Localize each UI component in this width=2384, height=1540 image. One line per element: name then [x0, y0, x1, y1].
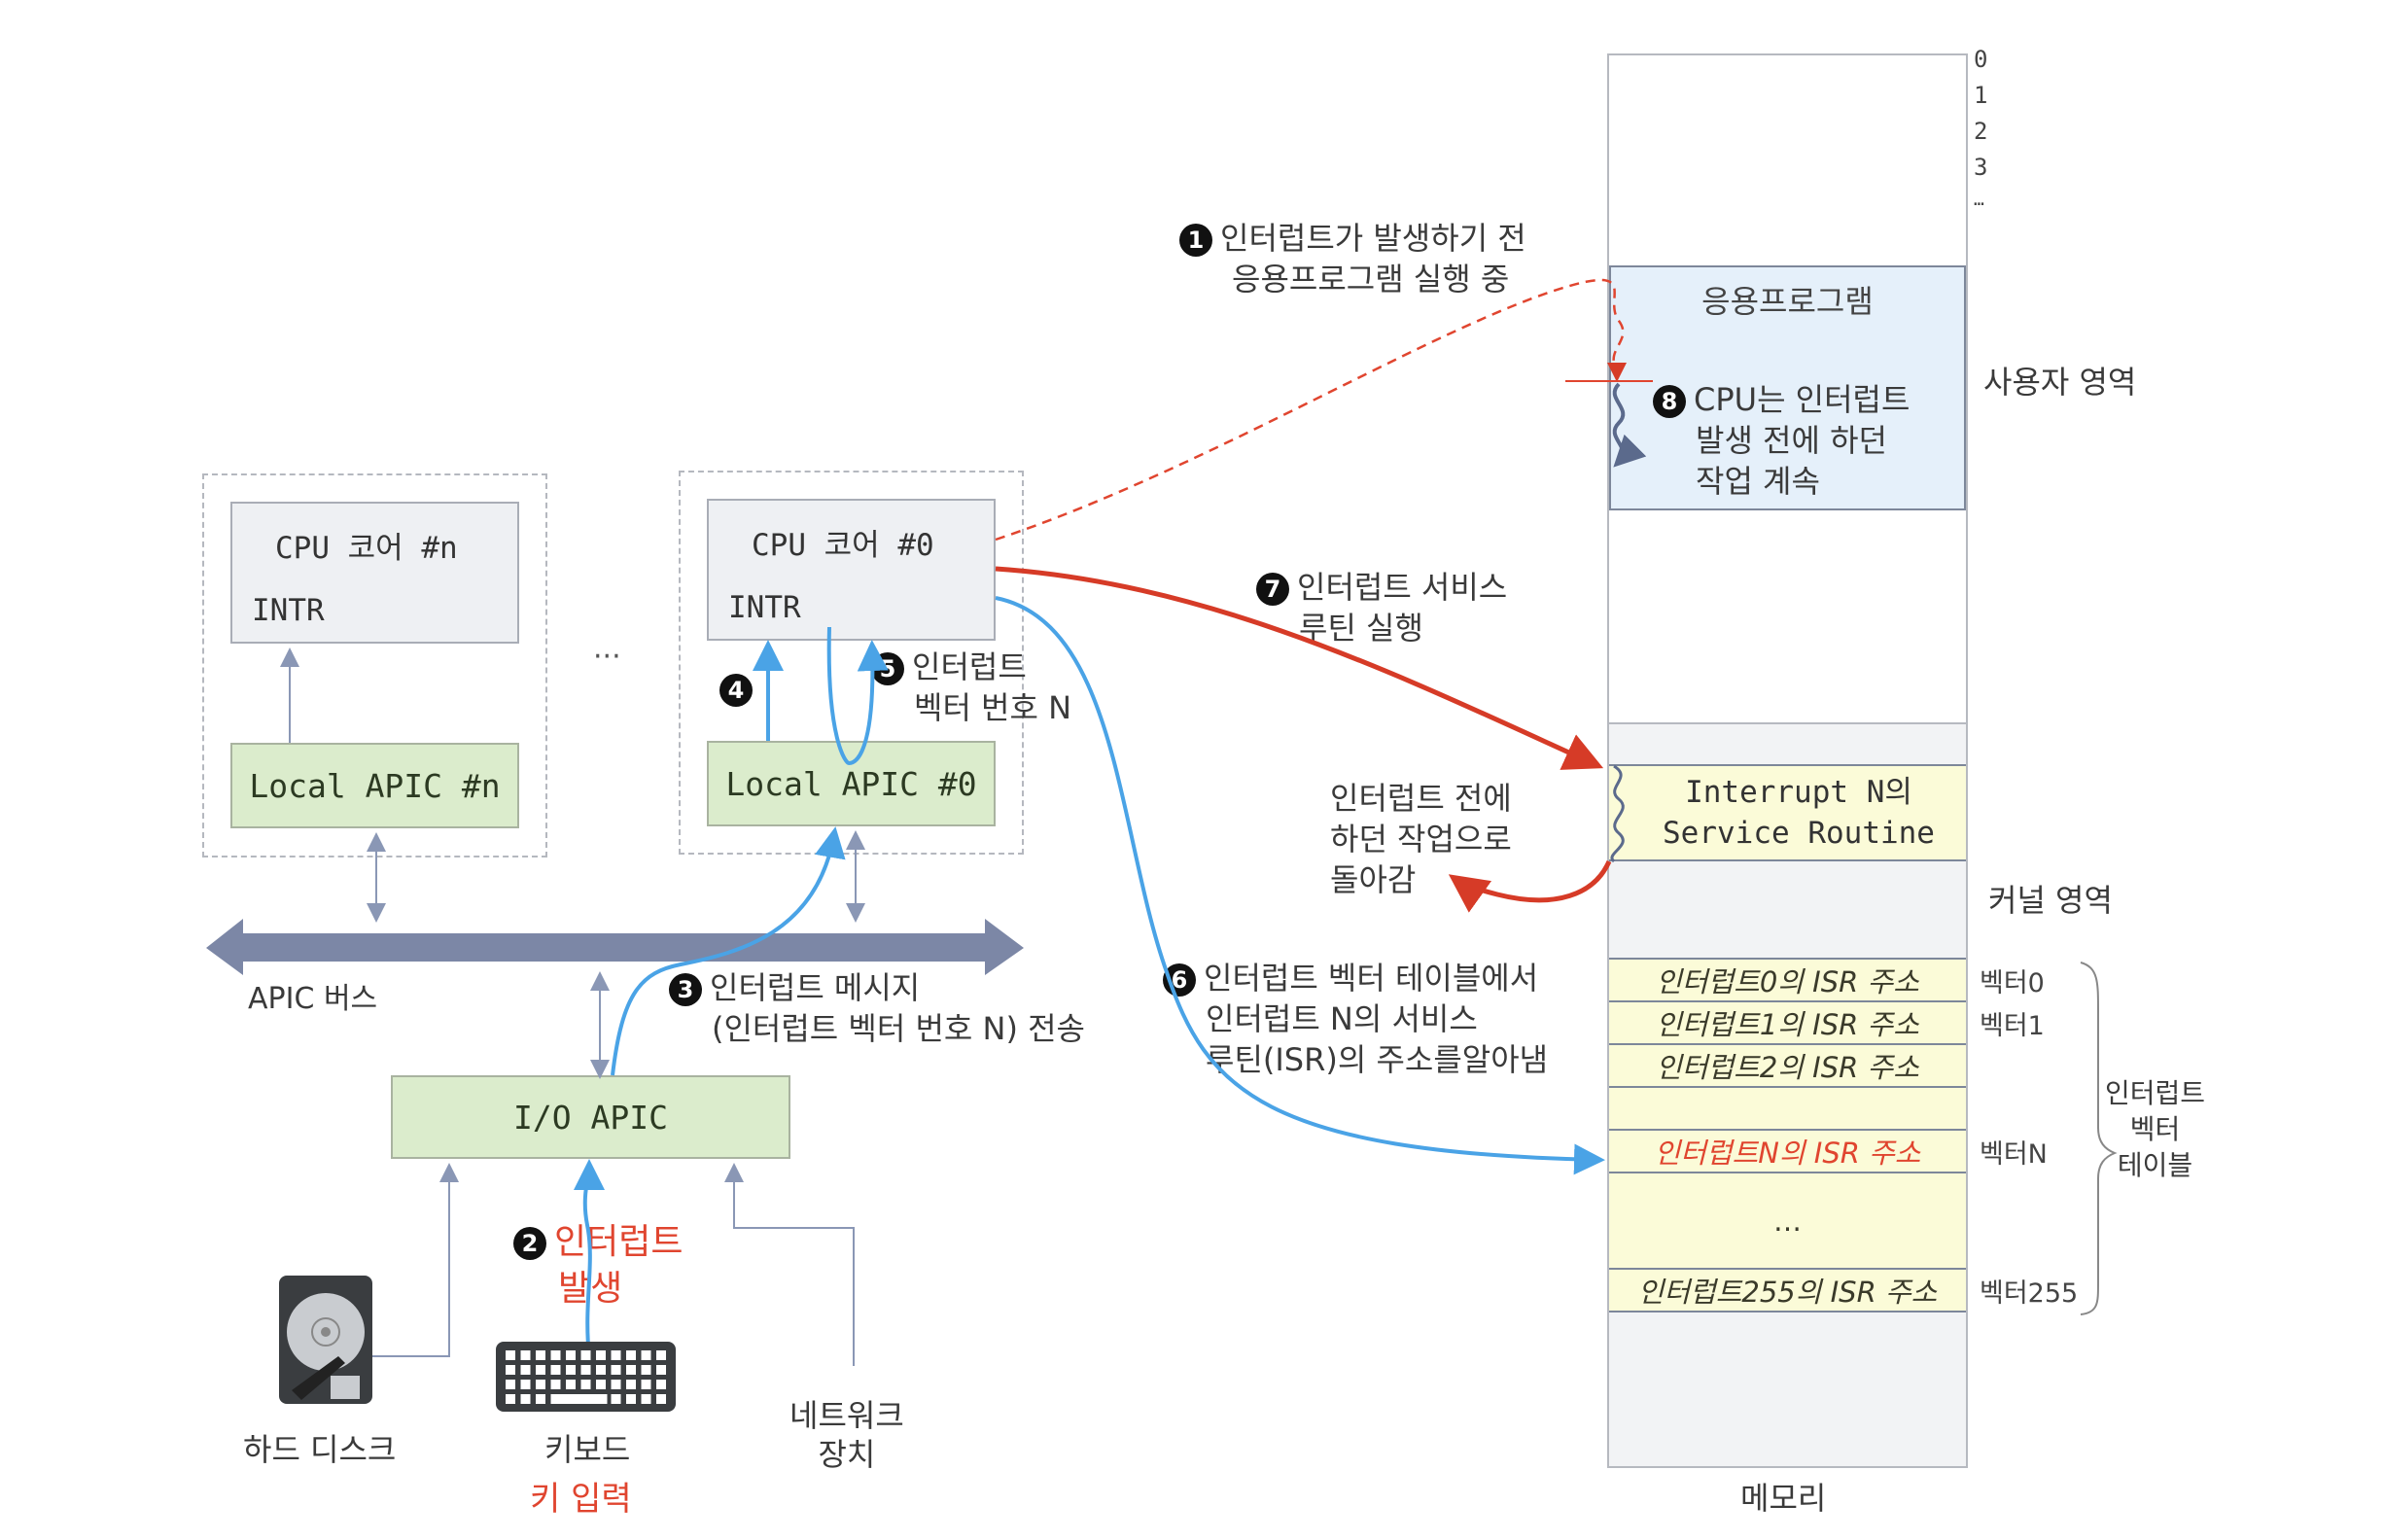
network-label: 네트워크 장치 [789, 1396, 904, 1474]
vt-label-2: 벡터 [2129, 1113, 2181, 1145]
vt-label-1: 인터럽트 [2105, 1077, 2206, 1109]
network-to-io-apic [724, 1163, 855, 1366]
address-3: 3 [1974, 154, 1988, 181]
user-area-label: 사용자 영역 [1983, 364, 2137, 401]
step-2-arrow [573, 1159, 605, 1357]
return-annotation: 인터럽트 전에 하던 작업으로 돌아감 [1330, 778, 1512, 901]
keyboard-icon [496, 1342, 676, 1412]
step-3-line-1: 인터럽트 메시지 [710, 969, 921, 1006]
kernel-area-label: 커널 영역 [1988, 882, 2113, 919]
step-8-wavy-arrow [1612, 382, 1647, 468]
return-line-1: 인터럽트 전에 [1330, 780, 1512, 817]
app-label: 응용프로그램 [1701, 283, 1874, 320]
step-3-arrow [611, 826, 846, 1076]
step-1-dashed-line [995, 278, 1627, 542]
step-3-badge: 3 [669, 973, 702, 1006]
vector-table-label: 인터럽트 벡터 테이블 [2105, 1075, 2205, 1183]
isr-line-1: Interrupt N의 [1685, 775, 1912, 810]
step-4-badge: 4 [719, 674, 753, 707]
step-1-line-1: 인터럽트가 발생하기 전 [1220, 220, 1526, 257]
cores-ellipsis: ··· [593, 640, 621, 674]
vector-table-entry: 인터럽트2의 ISR 주소 [1656, 1051, 1919, 1084]
step-6-arrow [995, 596, 1605, 1175]
local-apic-n: Local APIC #n [230, 743, 519, 828]
cpu-core-n: CPU 코어 #n INTR [230, 502, 519, 644]
isr-block [1609, 764, 1966, 861]
cpu-core-0-label: CPU 코어 #0 [752, 528, 934, 563]
step-2-line-1: 인터럽트 [554, 1222, 684, 1262]
step-5-arrow [826, 626, 889, 766]
network-line-2: 장치 [818, 1436, 876, 1473]
step-7-arrow [995, 566, 1604, 770]
vector-index-label: 벡터1 [1980, 1011, 2045, 1041]
vector-table-entry: … [1773, 1204, 1802, 1238]
step-8-line-3: 작업 계속 [1696, 463, 1820, 501]
intr-label-0: INTR [728, 590, 801, 625]
step-6-line-3: 루틴(ISR)의 주소를알아냄 [1206, 1041, 1549, 1079]
vector-table-row: 인터럽트N의 ISR 주소 [1609, 1129, 1966, 1172]
step-2-badge: 2 [513, 1227, 546, 1260]
step-1-badge: 1 [1179, 224, 1212, 257]
step-5-line-2: 벡터 번호 N [914, 689, 1072, 727]
isr-line-2: Service Routine [1663, 816, 1935, 851]
step-6-line-1: 인터럽트 벡터 테이블에서 [1204, 960, 1539, 997]
vector-table-row [1609, 1086, 1966, 1129]
step-1-line-2: 응용프로그램 실행 중 [1232, 261, 1510, 298]
vector-table-row: … [1609, 1172, 1966, 1268]
return-line-3: 돌아감 [1330, 861, 1417, 899]
address-ellipsis: … [1974, 190, 1984, 210]
vt-label-3: 테이블 [2117, 1149, 2193, 1181]
step-8-badge: 8 [1653, 385, 1686, 418]
vector-table-brace [2080, 962, 2118, 1315]
step-6-line-2: 인터럽트 N의 서비스 [1206, 1000, 1478, 1038]
step-3-line-2: (인터럽트 벡터 번호 N) 전송 [712, 1010, 1085, 1048]
disk-to-io-apic [362, 1163, 459, 1357]
vector-table-row: 인터럽트2의 ISR 주소 [1609, 1043, 1966, 1086]
vector-table-row: 인터럽트1의 ISR 주소 [1609, 1000, 1966, 1043]
return-line-2: 하던 작업으로 [1330, 821, 1512, 858]
vector-index-label: 벡터N [1980, 1139, 2048, 1170]
vector-table-entry: 인터럽트0의 ISR 주소 [1656, 965, 1919, 998]
cpu-core-n-label: CPU 코어 #n [275, 531, 458, 566]
vector-table-bottom-border [1609, 1311, 1966, 1312]
vector-table-row: 인터럽트255의 ISR 주소 [1609, 1268, 1966, 1311]
memory-label: 메모리 [1740, 1480, 1827, 1517]
isr-wavy-line [1610, 764, 1625, 863]
return-arrow [1448, 859, 1612, 913]
io-apic: I/O APIC [391, 1075, 790, 1159]
network-line-1: 네트워크 [789, 1397, 904, 1434]
local-apic-0: Local APIC #0 [707, 741, 996, 826]
step-7-badge: 7 [1256, 573, 1289, 606]
step-7-line-2: 루틴 실행 [1299, 610, 1423, 648]
step-4-annotation: 4 [719, 674, 760, 707]
step-7-line-1: 인터럽트 서비스 [1297, 569, 1508, 606]
address-0: 0 [1974, 46, 1988, 73]
hard-disk-label: 하드 디스크 [243, 1431, 397, 1468]
step-8-line-1: CPU는 인터럽트 [1694, 381, 1911, 418]
apic-bus-label: APIC 버스 [248, 982, 378, 1016]
vector-table-entry: 인터럽트1의 ISR 주소 [1656, 1008, 1919, 1041]
cpu-core-0: CPU 코어 #0 INTR [707, 499, 996, 641]
isr-label: Interrupt N의 Service Routine [1633, 772, 1964, 854]
keyboard-label: 키보드 [544, 1431, 631, 1468]
vector-index-label: 벡터255 [1980, 1278, 2079, 1309]
address-2: 2 [1974, 118, 1988, 145]
vector-index-label: 벡터0 [1980, 968, 2045, 998]
intr-label-n: INTR [252, 593, 325, 628]
address-1: 1 [1974, 82, 1988, 109]
step-8-line-2: 발생 전에 하던 [1696, 422, 1887, 460]
vector-table-entry: 인터럽트255의 ISR 주소 [1637, 1276, 1938, 1309]
key-input-label: 키 입력 [530, 1480, 632, 1519]
step-5-line-1: 인터럽트 [912, 648, 1027, 685]
vector-table-entry: 인터럽트N의 ISR 주소 [1654, 1137, 1921, 1170]
hard-disk-icon [279, 1276, 372, 1404]
apic-bus [206, 919, 1024, 975]
vector-table-row: 인터럽트0의 ISR 주소 [1609, 958, 1966, 1000]
